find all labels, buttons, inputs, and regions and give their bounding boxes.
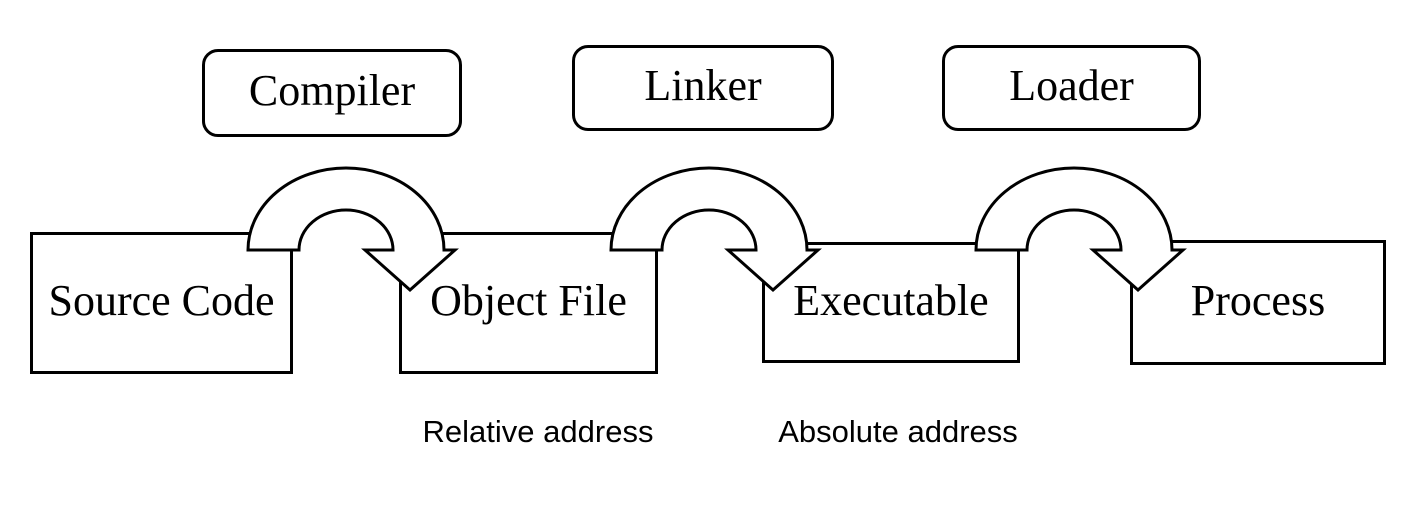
stage-label-process: Process [1190,275,1326,325]
stage-label-executable: Executable [793,275,989,325]
stage-box-source-code: Source Code [30,232,293,374]
stage-box-process: Process [1130,240,1386,365]
stage-box-executable: Executable [762,242,1020,363]
tool-box-loader: Loader [942,45,1201,131]
tool-label-compiler: Compiler [248,66,416,115]
tool-label-linker: Linker [644,61,762,110]
tool-box-compiler: Compiler [202,49,462,137]
annotation-absolute-address: Absolute address [778,414,1018,449]
stage-box-object-file: Object File [399,232,658,374]
tool-label-loader: Loader [1009,61,1134,110]
annotation-relative-address: Relative address [422,414,654,449]
stage-label-object-file: Object File [430,276,627,325]
stage-label-source-code: Source Code [48,276,275,325]
tool-box-linker: Linker [572,45,834,131]
